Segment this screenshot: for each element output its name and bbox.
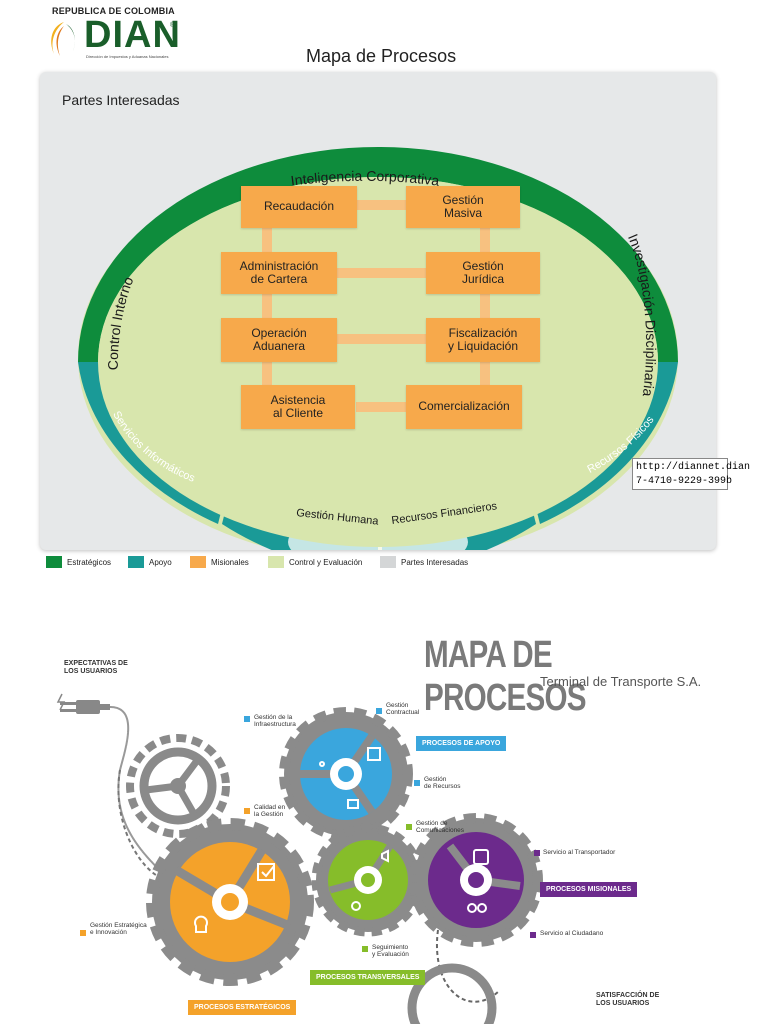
gray-gear-top-icon <box>126 734 230 838</box>
dian-wordmark: DIAN <box>84 14 181 56</box>
comunicaciones-bullet <box>406 824 412 830</box>
estrategicos-gear-icon <box>146 818 314 986</box>
legend-apoyo: Apoyo <box>128 556 172 568</box>
legend-strategic: Estratégicos <box>46 556 111 568</box>
recursos-financieros-segment <box>382 492 536 550</box>
gray-gear-bottom-icon <box>407 963 497 1024</box>
transversales-gear-icon <box>311 823 425 937</box>
transportador-bullet <box>534 850 540 856</box>
contractual-bullet <box>376 708 382 714</box>
lightbulb-icon <box>194 915 208 933</box>
process-comercializacion: Comercialización <box>406 385 522 429</box>
document-icon <box>367 747 381 761</box>
inteligencia-label: Inteligencia Corporativa <box>290 168 441 189</box>
misionales-tag: PROCESOS MISIONALES <box>540 882 638 897</box>
checklist-icon <box>257 863 275 881</box>
recursos-bullet <box>414 780 420 786</box>
gestion-humana-segment <box>222 492 378 550</box>
gears-diagram <box>56 693 543 1024</box>
terminal-subtitle: Terminal de Transporte S.A. <box>540 674 702 689</box>
legend-partes: Partes Interesadas <box>380 556 468 568</box>
partes-interesadas-label: Partes Interesadas <box>62 92 180 108</box>
registered-icon: ® <box>170 22 176 29</box>
dian-title: Mapa de Procesos <box>306 46 457 66</box>
estrategica-bullet <box>80 930 86 936</box>
network-icon <box>319 761 325 767</box>
estrategicos-tag: PROCESOS ESTRATÉGICOS <box>188 1000 297 1015</box>
presentation-icon <box>347 799 359 809</box>
transversales-tag: PROCESOS TRANSVERSALES <box>310 970 426 985</box>
megaphone-icon <box>381 849 389 863</box>
plug-icon <box>56 693 110 714</box>
process-ring-diagram: Inteligencia Corporativa Control Interno… <box>78 147 678 550</box>
ciudadano-bullet <box>530 932 536 938</box>
country-label: REPUBLICA DE COLOMBIA <box>52 6 175 16</box>
calidad-bullet <box>244 808 250 814</box>
seguimiento-bullet <box>362 946 368 952</box>
legend-control: Control y Evaluación <box>268 556 362 568</box>
transportador-label: Servicio al Transportador <box>543 849 616 856</box>
apoyo-gear-icon <box>279 707 413 841</box>
users-icon <box>467 903 477 913</box>
infra-bullet <box>244 716 250 722</box>
apoyo-tag: PROCESOS DE APOYO <box>416 736 507 751</box>
bus-icon <box>473 849 489 865</box>
dian-logo-icon <box>51 22 75 56</box>
terminal-title: MAPA DE PROCESOS <box>424 634 587 719</box>
legend-misionales: Misionales <box>190 556 249 568</box>
dian-subtitle: Dirección de Impuestos y Aduanas Naciona… <box>86 54 169 59</box>
misionales-gear-icon <box>409 813 543 947</box>
ciudadano-label: Servicio al Ciudadano <box>540 930 604 937</box>
magnifier-icon <box>351 901 361 911</box>
strategic-ring <box>78 147 678 362</box>
process-recaudacion: Recaudación <box>241 186 357 228</box>
